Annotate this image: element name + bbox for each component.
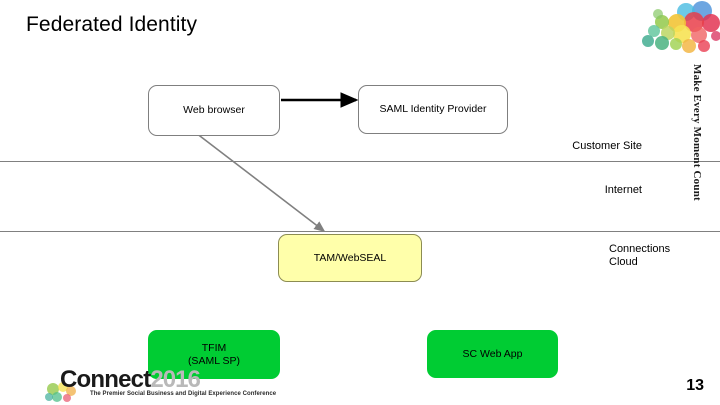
node-tfim-saml-sp[interactable]: TFIM (SAML SP) [148, 330, 280, 379]
divider-internet-connections-cloud [0, 231, 720, 232]
connect-wordmark-text: Connect [60, 366, 151, 393]
connect-logo-bubbles [45, 382, 76, 402]
bubble-cluster-logo [642, 1, 720, 53]
zone-label-connections-cloud: Connections Cloud [609, 243, 671, 268]
connector-browser-to-webseal [195, 132, 326, 232]
node-sc-web-app[interactable]: SC Web App [427, 330, 558, 378]
zone-label-internet: Internet [604, 184, 642, 196]
connect-year-text: 2016 [150, 366, 200, 393]
node-saml-identity-provider[interactable]: SAML Identity Provider [358, 85, 508, 134]
zone-label-customer-site: Customer Site [572, 140, 642, 152]
connect-tagline: The Premier Social Business and Digital … [90, 391, 277, 397]
divider-customer-site-internet [0, 161, 720, 162]
vertical-tagline: Make Every Moment Count [691, 64, 703, 201]
node-web-browser[interactable]: Web browser [148, 85, 280, 136]
node-tam-webseal[interactable]: TAM/WebSEAL [278, 234, 422, 282]
page-number: 13 [686, 377, 704, 394]
page-title: Federated Identity [26, 13, 198, 36]
connect-wordmark: Connect2016 [60, 366, 201, 394]
